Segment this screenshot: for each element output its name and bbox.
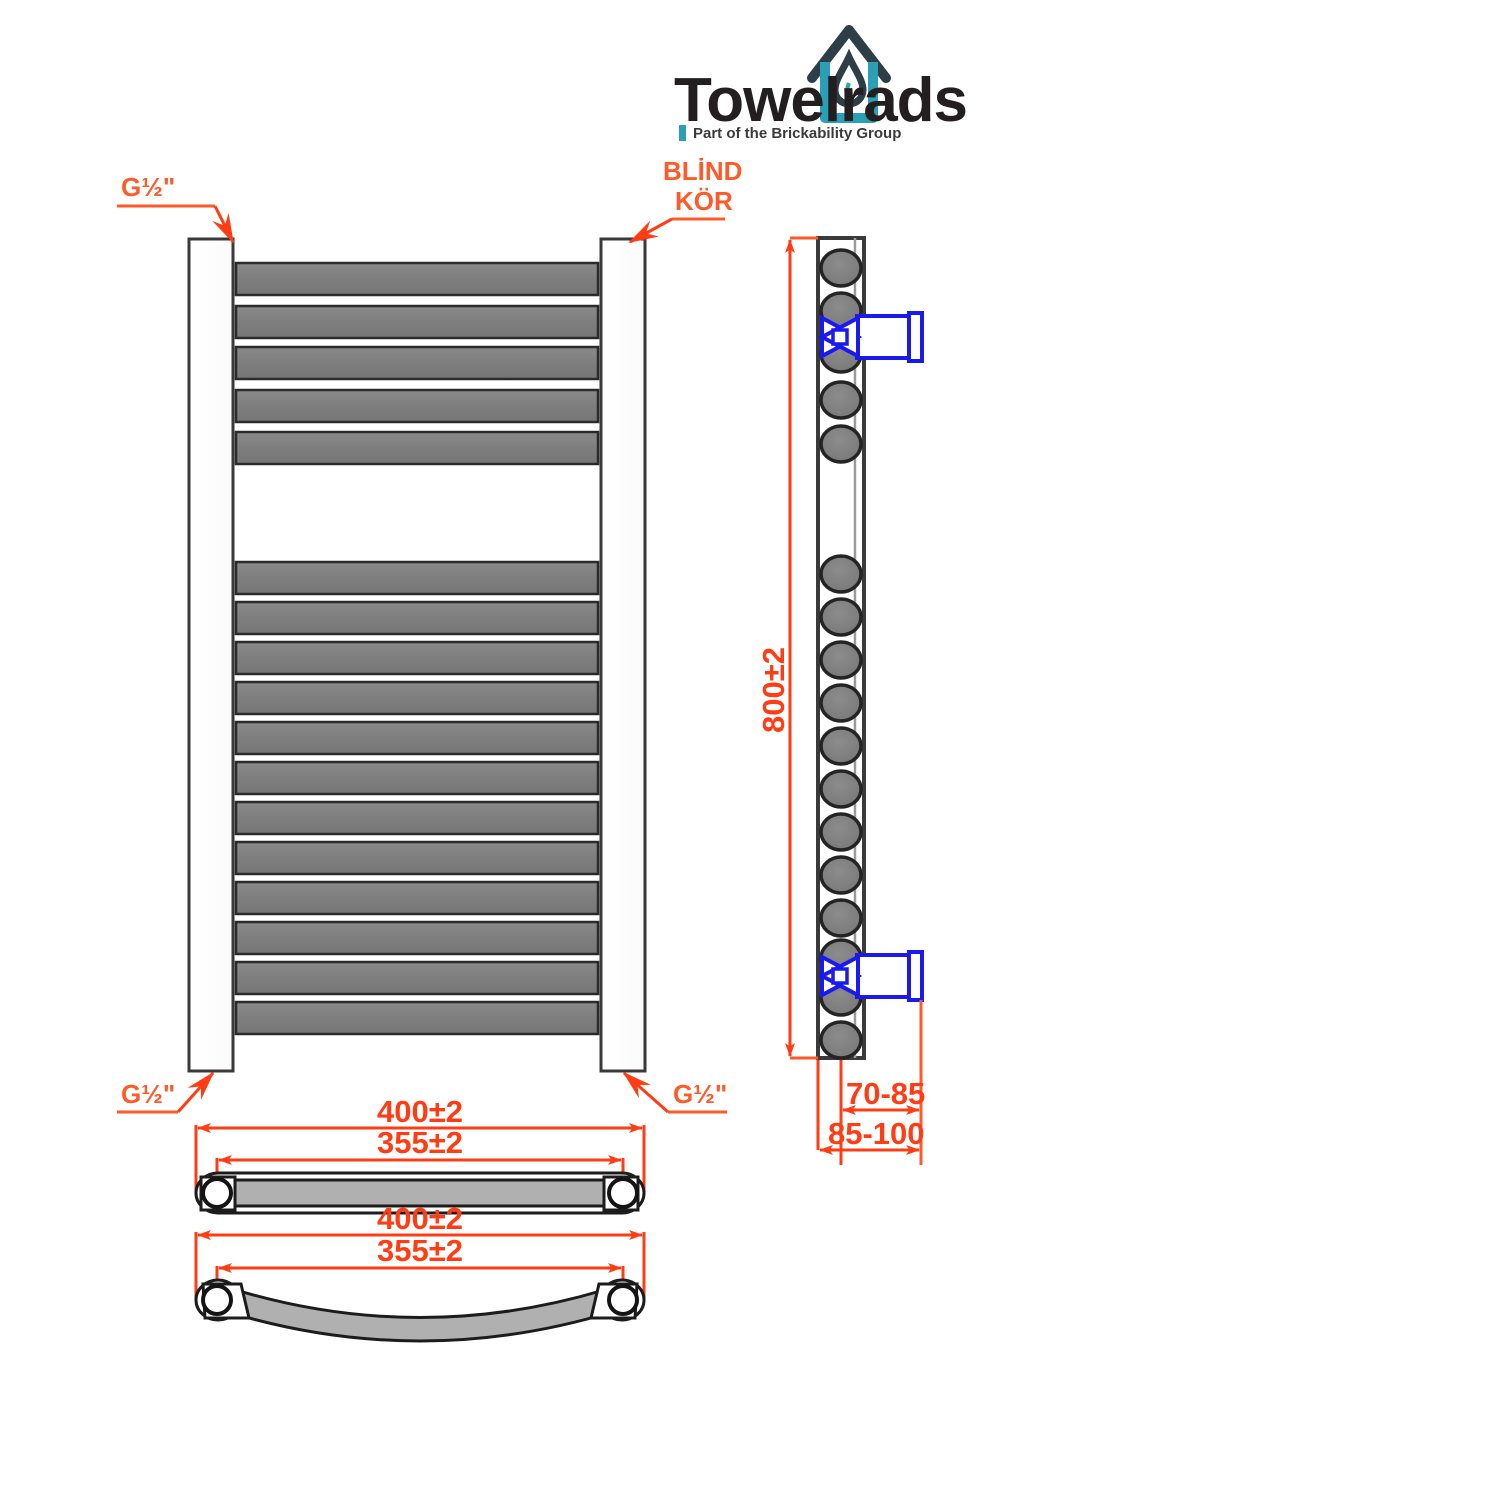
front-bar bbox=[234, 640, 600, 676]
outer-width-label-2: 400±2 bbox=[377, 1201, 463, 1236]
front-bar bbox=[234, 840, 600, 876]
valve-connector-upper bbox=[817, 311, 924, 363]
annotation-thread-bottom-right: G½" bbox=[622, 1071, 727, 1114]
dimension-depth-group: 70-85 85-100 bbox=[816, 1000, 925, 1165]
front-bar bbox=[234, 388, 600, 424]
front-bar bbox=[234, 880, 600, 916]
tagline-bullet bbox=[679, 125, 686, 141]
dimension-outer-width-1: 400±2 bbox=[194, 1094, 646, 1195]
front-bar bbox=[234, 430, 600, 466]
outer-width-label-1: 400±2 bbox=[377, 1094, 463, 1129]
side-tube-section bbox=[819, 726, 863, 766]
dimension-depth-upper: 70-85 bbox=[842, 1076, 925, 1115]
side-tube-section bbox=[819, 898, 863, 938]
side-tube-section bbox=[819, 380, 863, 420]
side-tube-section bbox=[819, 640, 863, 680]
annotation-blind-top-right: BLİND KÖR bbox=[628, 156, 742, 244]
brand-tagline: Part of the Brickability Group bbox=[693, 125, 901, 142]
front-bar bbox=[234, 304, 600, 340]
front-bar bbox=[234, 680, 600, 716]
front-bar bbox=[234, 920, 600, 956]
annotation-thread-bottom-left: G½" bbox=[117, 1071, 215, 1114]
straight-bar-detail-view: 400±2 355±2 bbox=[194, 1094, 646, 1215]
front-bar-group-upper bbox=[234, 261, 600, 466]
front-bar bbox=[234, 600, 600, 636]
thread-label-top-left: G½" bbox=[121, 172, 175, 202]
side-tube-section bbox=[819, 1020, 863, 1060]
blind-label-line1: BLİND bbox=[663, 156, 742, 186]
blind-label-line2: KÖR bbox=[675, 186, 733, 216]
dimension-height-800: 800±2 bbox=[756, 236, 818, 1060]
side-tube-section bbox=[819, 248, 863, 288]
brand-logo: Towelrads Part of the Brickability Group bbox=[672, 14, 968, 142]
bar-hole-right bbox=[607, 1177, 639, 1209]
annotation-thread-top-left: G½" bbox=[117, 172, 235, 244]
dimension-inner-width-2: 355±2 bbox=[215, 1233, 625, 1305]
front-right-rail bbox=[599, 237, 647, 1073]
front-bar bbox=[234, 345, 600, 381]
valve-connector-lower bbox=[817, 950, 924, 1002]
dimension-depth-lower: 85-100 bbox=[819, 1116, 925, 1155]
bar-shaft-curved bbox=[226, 1288, 614, 1343]
front-bar bbox=[234, 960, 600, 996]
side-tube-section bbox=[819, 683, 863, 723]
front-bar bbox=[234, 800, 600, 836]
depth-upper-label: 70-85 bbox=[846, 1076, 925, 1111]
curved-bar-hole-right bbox=[607, 1284, 639, 1316]
side-tube-section bbox=[819, 812, 863, 852]
bar-shaft-straight bbox=[231, 1178, 607, 1208]
dimension-outer-width-2: 400±2 bbox=[194, 1201, 646, 1300]
inner-width-label-1: 355±2 bbox=[377, 1125, 463, 1160]
thread-label-bottom-left: G½" bbox=[121, 1079, 175, 1109]
side-section-view bbox=[816, 236, 924, 1060]
house-droplet-icon bbox=[807, 25, 891, 123]
side-circle-group-lower bbox=[819, 554, 863, 1060]
side-tube-section bbox=[819, 769, 863, 809]
depth-lower-label: 85-100 bbox=[828, 1116, 925, 1151]
front-bar bbox=[234, 560, 600, 596]
bar-hole-left bbox=[201, 1177, 233, 1209]
side-tube-section bbox=[819, 424, 863, 464]
side-tube-section bbox=[819, 554, 863, 594]
front-elevation-view bbox=[187, 237, 647, 1073]
curved-bar-hole-left bbox=[201, 1284, 233, 1316]
brand-name: Towelrads bbox=[674, 66, 967, 135]
height-dimension-label: 800±2 bbox=[756, 647, 791, 733]
front-bar bbox=[234, 261, 600, 297]
inner-width-label-2: 355±2 bbox=[377, 1233, 463, 1268]
front-bar bbox=[234, 760, 600, 796]
side-tube-section bbox=[819, 855, 863, 895]
front-left-rail bbox=[187, 237, 235, 1073]
side-tube-section bbox=[819, 597, 863, 637]
front-bar bbox=[234, 720, 600, 756]
front-bar-group-lower bbox=[234, 560, 600, 1036]
front-bar bbox=[234, 1000, 600, 1036]
curved-bar-detail-view: 400±2 355±2 bbox=[194, 1201, 646, 1343]
thread-label-bottom-right: G½" bbox=[673, 1079, 727, 1109]
